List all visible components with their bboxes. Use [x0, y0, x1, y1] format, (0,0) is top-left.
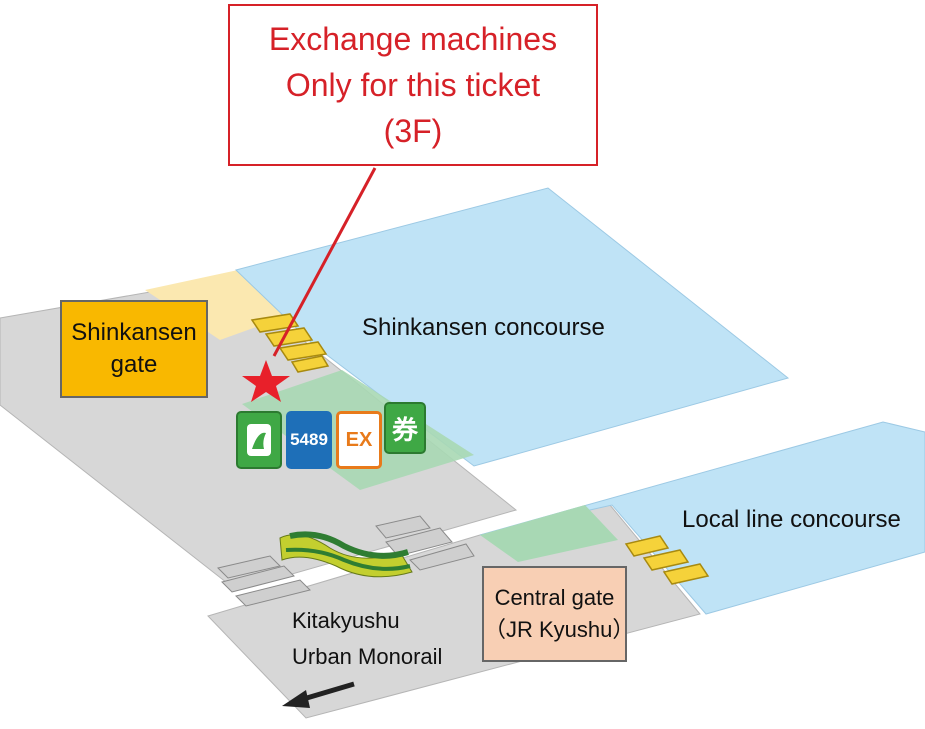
- callout-line-1: Exchange machines: [268, 21, 558, 57]
- central-gate-box: Central gate （JR Kyushu）: [482, 566, 635, 662]
- escalator: [279, 531, 413, 578]
- ticket-kanji-icon: 券: [384, 402, 426, 454]
- exchange-machines-callout: Exchange machines Only for this ticket (…: [228, 4, 598, 166]
- monorail-label-2: Urban Monorail: [292, 644, 443, 669]
- ticket-machines-shinkansen: [250, 313, 330, 373]
- callout-line-2: Only for this ticket: [285, 67, 541, 103]
- shinkansen-gate-label-2: gate: [110, 351, 158, 378]
- callout-line-3: (3F): [383, 113, 443, 149]
- shinkansen-concourse-label: Shinkansen concourse: [362, 314, 605, 341]
- local-line-concourse-label: Local line concourse: [682, 506, 901, 533]
- central-gate-green-area: [480, 505, 618, 562]
- service-5489-icon: 5489: [286, 411, 332, 469]
- ticket-machines-local: [624, 535, 710, 585]
- monorail-direction-arrow-icon: [282, 681, 355, 708]
- central-gate-label-2: （JR Kyushu）: [484, 617, 635, 642]
- shinkansen-gate-label-1: Shinkansen: [71, 319, 197, 346]
- exchange-machine-star-icon: [242, 360, 290, 402]
- smart-ex-icon: [236, 411, 282, 469]
- central-gate-label-1: Central gate: [494, 585, 615, 610]
- monorail-label-1: Kitakyushu: [292, 608, 400, 633]
- local-line-concourse-area: [479, 421, 925, 615]
- stairs: [217, 515, 475, 607]
- callout-leader-line: [272, 167, 377, 357]
- shinkansen-gate-box: Shinkansen gate: [60, 300, 208, 398]
- ex-icon: EX: [336, 411, 382, 469]
